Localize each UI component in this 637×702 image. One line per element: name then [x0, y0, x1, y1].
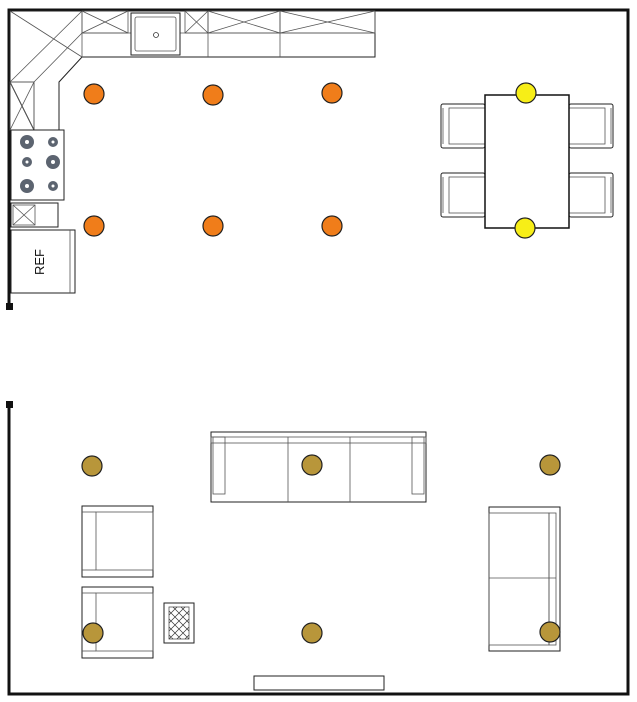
dining-light [515, 82, 537, 104]
dining-table [484, 94, 570, 229]
walls [6, 8, 630, 696]
counter-top [9, 10, 376, 131]
living-light [539, 621, 561, 643]
refrigerator-icon: REF [10, 229, 76, 294]
kitchen-light [202, 215, 224, 237]
tv-console-icon [253, 675, 385, 691]
door-jamb-upper [6, 303, 13, 310]
kitchen-light [83, 215, 105, 237]
kitchen-light [83, 83, 105, 105]
living-light [301, 454, 323, 476]
door-jamb-lower [6, 401, 13, 408]
dining-chair [568, 172, 614, 218]
dining-table-icon [440, 94, 614, 229]
kitchen-counters [9, 10, 376, 131]
armchair-icon [81, 505, 154, 578]
kitchen-light [321, 215, 343, 237]
living-light [81, 455, 103, 477]
side-table-icon [163, 602, 195, 644]
dining-chair [440, 103, 486, 149]
dining-light [514, 217, 536, 239]
living-light [539, 454, 561, 476]
living-light [82, 622, 104, 644]
dining-chair [568, 103, 614, 149]
kitchen-light [202, 84, 224, 106]
wall-left-upper [7, 8, 630, 696]
sink-icon [130, 12, 181, 56]
ceiling-lights [81, 82, 561, 644]
stove-icon [10, 129, 65, 201]
base-cabinet [10, 202, 59, 228]
refrigerator-label: REF [32, 249, 47, 275]
kitchen-light [321, 82, 343, 104]
living-light [301, 622, 323, 644]
dining-chair [440, 172, 486, 218]
